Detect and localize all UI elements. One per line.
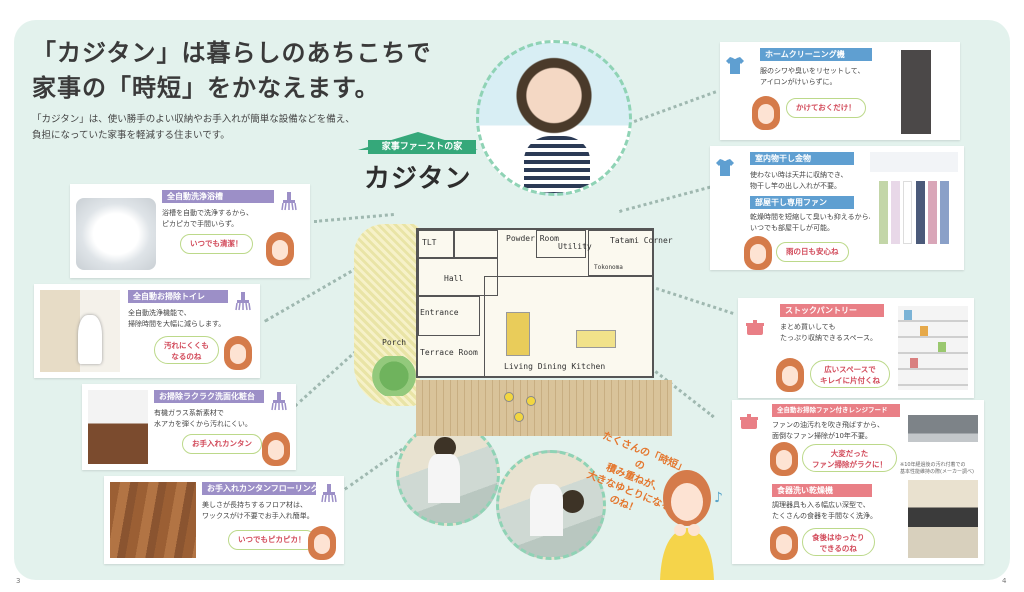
speech-bubble: 大変だった ファン掃除がラクに！ bbox=[802, 444, 897, 472]
toilet-image bbox=[40, 290, 120, 372]
card-subtitle: 食器洗い乾燥機 bbox=[772, 484, 872, 497]
card-title: 全自動お掃除ファン付きレンジフード bbox=[772, 404, 900, 417]
connector-floor bbox=[344, 447, 404, 491]
garden-bush bbox=[364, 356, 424, 396]
speech-bubble: 食後はゆったり できるのね bbox=[802, 528, 875, 556]
room-label-hall: Hall bbox=[444, 274, 464, 283]
shirt-icon bbox=[726, 57, 744, 74]
speech-bubble: お手入れカンタン bbox=[182, 434, 262, 454]
room-label-tokonoma: Tokonoma bbox=[594, 264, 623, 271]
pantry-image bbox=[898, 306, 968, 390]
card-title: お掃除ラクラク洗面化粧台 bbox=[154, 390, 264, 403]
woman-avatar bbox=[776, 358, 804, 392]
headline-line-2: 家事の「時短」をかなえます。 bbox=[32, 74, 380, 102]
hood-footnote: ※10年経過後の汚れ付着での 基本性能維持の際(メーカー調べ) bbox=[900, 462, 974, 475]
room-label-entrance: Entrance bbox=[420, 308, 459, 317]
woman-avatar bbox=[744, 236, 772, 270]
card-home-cleaner: ホームクリーニング機 服のシワや臭いをリセットして、 アイロンがけいらずに。 か… bbox=[720, 42, 960, 140]
logo-band: 家事ファーストの家 bbox=[368, 140, 476, 154]
speech-bubble: 雨の日も安心ね bbox=[776, 242, 849, 262]
range-hood-image bbox=[908, 404, 978, 458]
card-title: 全自動お掃除トイレ bbox=[128, 290, 228, 303]
card-indoor-drying: 室内物干し金物 使わない時は天井に収納でき、 物干し竿の出し入れが不要。 部屋干… bbox=[710, 146, 964, 270]
woman-avatar bbox=[262, 432, 290, 466]
brush-icon bbox=[271, 392, 287, 411]
vanity-image bbox=[88, 390, 148, 464]
dining-table bbox=[576, 330, 616, 348]
lede-text: 「カジタン」は、使い勝手のよい収納やお手入れが簡単な設備などを備え、 負担になっ… bbox=[32, 112, 355, 144]
flooring-image bbox=[110, 482, 196, 558]
page-number-left: 3 bbox=[16, 577, 21, 585]
speech-bubble: かけておくだけ！ bbox=[786, 98, 866, 118]
woman-avatar bbox=[770, 442, 798, 476]
kajitan-logo: 家事ファーストの家 カジタン bbox=[354, 132, 482, 196]
sofa bbox=[506, 312, 530, 356]
woman-avatar bbox=[224, 336, 252, 370]
brush-icon bbox=[281, 192, 297, 211]
woman-illustration bbox=[660, 470, 714, 580]
brush-icon bbox=[321, 484, 337, 503]
woman-photo bbox=[476, 40, 632, 196]
headline: 「カジタン」は暮らしのあちこちで 家事の「時短」をかなえます。 bbox=[32, 36, 432, 106]
headline-line-1: 「カジタン」は暮らしのあちこちで bbox=[32, 39, 432, 67]
striped-shirt bbox=[524, 136, 590, 193]
card-title: 全自動洗浄浴槽 bbox=[162, 190, 274, 203]
speech-bubble: 汚れにくくも なるのね bbox=[154, 336, 219, 364]
room-label-tatami: Tatami Corner bbox=[610, 236, 673, 245]
lede-line-1: 「カジタン」は、使い勝手のよい収納やお手入れが簡単な設備などを備え、 bbox=[32, 114, 355, 125]
brush-icon bbox=[235, 292, 251, 311]
house-plan: TLT Powder Room Utility Tatami Corner To… bbox=[416, 228, 673, 378]
pot-icon bbox=[746, 320, 764, 335]
page-number-right: 4 bbox=[1002, 577, 1007, 585]
room-label-ldk: Living Dining Kitchen bbox=[504, 362, 606, 371]
speech-bubble: いつでもピカピカ！ bbox=[228, 530, 316, 550]
card-vanity: お掃除ラクラク洗面化粧台 有機ガラス系新素材で 水アカを弾くから汚れにくい。 お… bbox=[82, 384, 296, 470]
card-auto-toilet: 全自動お掃除トイレ 全自動洗浄機能で、 掃除時間を大幅に減らします。 汚れにくく… bbox=[34, 284, 260, 378]
woman-avatar bbox=[752, 96, 780, 130]
room-label-powder: Powder Room bbox=[506, 234, 559, 243]
kitchen-photo-1 bbox=[396, 422, 500, 526]
floor-plan: TLT Powder Room Utility Tatami Corner To… bbox=[354, 206, 673, 436]
card-kitchen: 全自動お掃除ファン付きレンジフード ファンの油汚れを吹き飛ばすから、 面倒なファ… bbox=[732, 400, 984, 564]
cleaner-image bbox=[878, 50, 954, 134]
speech-bubble: いつでも清潔！ bbox=[180, 234, 253, 254]
card-title: ストックパントリー bbox=[780, 304, 884, 317]
room-label-porch: Porch bbox=[382, 338, 407, 347]
bathtub-image bbox=[76, 198, 156, 270]
room-label-utility: Utility bbox=[558, 242, 592, 251]
logo-name: カジタン bbox=[364, 164, 472, 194]
brochure-spread: 「カジタン」は暮らしのあちこちで 家事の「時短」をかなえます。 「カジタン」は、… bbox=[14, 20, 1010, 580]
lede-line-2: 負担になっていた家事を軽減する住まいです。 bbox=[32, 130, 230, 141]
shirt-icon bbox=[716, 159, 734, 176]
card-title: 室内物干し金物 bbox=[750, 152, 854, 165]
woman-avatar bbox=[770, 526, 798, 560]
card-title: ホームクリーニング機 bbox=[760, 48, 872, 61]
card-title: お手入れカンタンフローリング bbox=[202, 482, 319, 495]
laundry-image bbox=[870, 152, 958, 264]
music-note-icon: ♪ bbox=[714, 490, 723, 506]
speech-bubble: 広いスペースで キレイに片付くね bbox=[810, 360, 890, 388]
dishwasher-image bbox=[908, 480, 978, 558]
woman-avatar bbox=[308, 526, 336, 560]
card-flooring: お手入れカンタンフローリング 美しさが長持ちするフロア材は、 ワックスがけ不要で… bbox=[104, 476, 344, 564]
room-label-terrace: Terrace Room bbox=[420, 348, 478, 357]
card-subtitle: 部屋干し専用ファン bbox=[750, 196, 854, 209]
card-pantry: ストックパントリー まとめ買いしても たっぷり収納できるスペース。 広いスペース… bbox=[738, 298, 974, 398]
room-label-tlt: TLT bbox=[422, 238, 437, 247]
card-auto-bath: 全自動洗浄浴槽 浴槽を自動で洗浄するから、 ピカピカで手間いらず。 いつでも清潔… bbox=[70, 184, 310, 278]
pot-icon bbox=[740, 414, 758, 429]
kitchen-photo-2 bbox=[496, 450, 606, 560]
wood-deck bbox=[416, 380, 672, 436]
woman-avatar bbox=[266, 232, 294, 266]
